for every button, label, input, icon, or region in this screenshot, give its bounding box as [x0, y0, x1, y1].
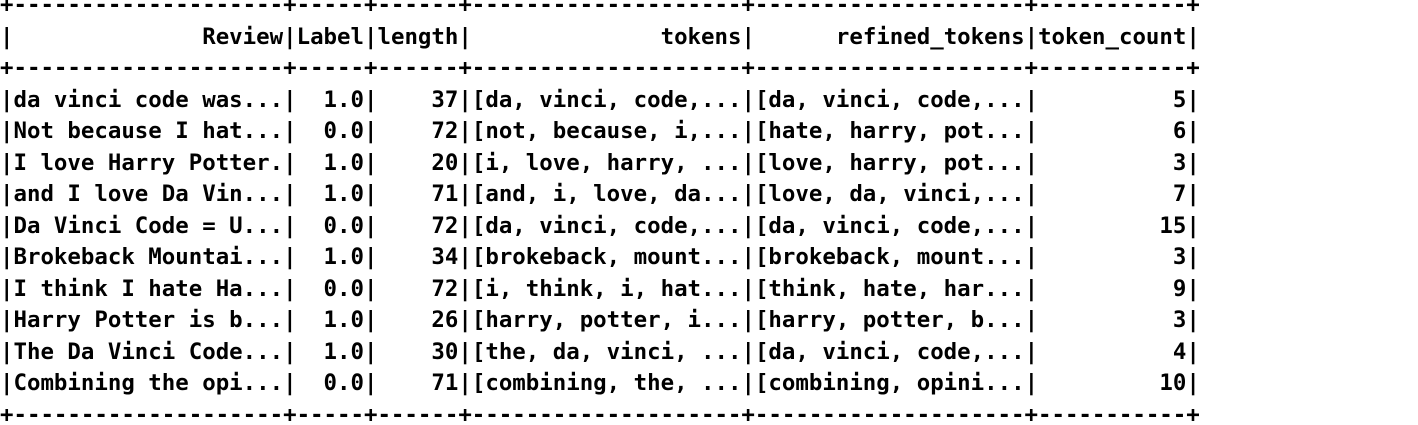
- table-cell-token-count: 7: [1172, 181, 1187, 207]
- table-cell-token-count: 10: [1159, 370, 1187, 396]
- table-cell-label: 1.0: [323, 149, 364, 176]
- table-cell-tokens: [harry, potter, i...: [471, 307, 742, 333]
- table-row: |Not because I hat...| 0.0| 72|[not, bec…: [0, 118, 1200, 144]
- table-cell-tokens: [da, vinci, code,...: [471, 212, 742, 239]
- table-cell-refined-tokens: [combining, opini...: [754, 370, 1025, 396]
- table-cell-label: 1.0: [323, 338, 364, 365]
- table-cell-length: 71: [431, 181, 459, 207]
- table-cell-length: 30: [431, 338, 459, 365]
- table-cell-tokens: [not, because, i,...: [471, 118, 742, 144]
- table-cell-length: 20: [431, 149, 459, 176]
- column-header-refined-tokens: refined_tokens: [835, 23, 1025, 50]
- table-cell-tokens: [da, vinci, code,...: [471, 86, 742, 113]
- table-cell-token-count: 3: [1172, 149, 1187, 176]
- table-row: |The Da Vinci Code...| 1.0| 30|[the, da,…: [0, 338, 1200, 365]
- table-cell-token-count: 15: [1159, 212, 1187, 239]
- table-row: |Combining the opi...| 0.0| 71|[combinin…: [0, 370, 1200, 396]
- table-cell-label: 0.0: [323, 118, 364, 144]
- table-cell-label: 1.0: [323, 181, 364, 207]
- table-cell-length: 72: [431, 118, 459, 144]
- table-cell-length: 37: [431, 86, 459, 113]
- column-header-tokens: tokens: [660, 23, 742, 50]
- table-cell-length: 72: [431, 275, 459, 302]
- table-row: |I love Harry Potter.| 1.0| 20|[i, love,…: [0, 149, 1200, 176]
- table-cell-review: and I love Da Vin...: [13, 181, 284, 207]
- table-cell-label: 0.0: [323, 212, 364, 239]
- ascii-table: +--------------------+-----+------+-----…: [0, 0, 1200, 425]
- column-header-review: Review: [202, 23, 284, 50]
- table-cell-token-count: 3: [1172, 307, 1187, 333]
- table-cell-tokens: [i, love, harry, ...: [471, 149, 742, 176]
- table-cell-review: da vinci code was...: [13, 86, 284, 113]
- table-cell-label: 1.0: [323, 244, 364, 270]
- table-cell-label: 0.0: [323, 370, 364, 396]
- table-header-row: | Review|Label|length| tokens| refined_t…: [0, 23, 1200, 50]
- table-border-top: +--------------------+-----+------+-----…: [0, 0, 1200, 18]
- table-row: |I think I hate Ha...| 0.0| 72|[i, think…: [0, 275, 1200, 302]
- table-border-bottom: +--------------------+-----+------+-----…: [0, 401, 1200, 425]
- table-cell-refined-tokens: [da, vinci, code,...: [754, 86, 1025, 113]
- table-cell-tokens: [the, da, vinci, ...: [471, 338, 742, 365]
- table-cell-refined-tokens: [love, harry, pot...: [754, 149, 1025, 176]
- table-cell-tokens: [i, think, i, hat...: [471, 275, 742, 302]
- table-cell-review: The Da Vinci Code...: [13, 338, 284, 365]
- column-header-token-count: token_count: [1038, 23, 1187, 50]
- table-cell-refined-tokens: [harry, potter, b...: [754, 307, 1025, 333]
- table-cell-refined-tokens: [love, da, vinci,...: [754, 181, 1025, 207]
- table-cell-review: Da Vinci Code = U...: [13, 212, 284, 239]
- table-cell-refined-tokens: [brokeback, mount...: [754, 244, 1025, 270]
- table-cell-token-count: 3: [1172, 244, 1187, 270]
- table-cell-tokens: [combining, the, ...: [471, 370, 742, 396]
- table-cell-length: 72: [431, 212, 459, 239]
- table-row: |and I love Da Vin...| 1.0| 71|[and, i, …: [0, 181, 1200, 207]
- table-border-header: +--------------------+-----+------+-----…: [0, 55, 1200, 81]
- table-cell-review: I love Harry Potter.: [13, 149, 284, 176]
- table-cell-length: 26: [431, 307, 459, 333]
- table-cell-refined-tokens: [da, vinci, code,...: [754, 338, 1025, 365]
- table-cell-review: I think I hate Ha...: [13, 275, 284, 302]
- table-cell-length: 34: [431, 244, 459, 270]
- table-cell-token-count: 4: [1172, 338, 1187, 365]
- table-cell-label: 1.0: [323, 307, 364, 333]
- table-cell-refined-tokens: [think, hate, har...: [754, 275, 1025, 302]
- table-cell-token-count: 6: [1172, 118, 1187, 144]
- table-row: |da vinci code was...| 1.0| 37|[da, vinc…: [0, 86, 1200, 113]
- table-cell-review: Not because I hat...: [13, 118, 284, 144]
- table-cell-review: Harry Potter is b...: [13, 307, 284, 333]
- table-cell-length: 71: [431, 370, 459, 396]
- table-cell-label: 0.0: [323, 275, 364, 302]
- table-cell-tokens: [and, i, love, da...: [471, 181, 742, 207]
- table-cell-token-count: 5: [1172, 86, 1187, 113]
- table-cell-refined-tokens: [hate, harry, pot...: [754, 118, 1025, 144]
- table-cell-token-count: 9: [1172, 275, 1187, 302]
- table-row: |Harry Potter is b...| 1.0| 26|[harry, p…: [0, 307, 1200, 333]
- table-row: |Brokeback Mountai...| 1.0| 34|[brokebac…: [0, 244, 1200, 270]
- column-header-label: Label: [296, 23, 364, 50]
- table-cell-review: Brokeback Mountai...: [13, 244, 284, 270]
- table-cell-review: Combining the opi...: [13, 370, 284, 396]
- column-header-length: length: [377, 23, 459, 50]
- table-row: |Da Vinci Code = U...| 0.0| 72|[da, vinc…: [0, 212, 1200, 239]
- table-cell-tokens: [brokeback, mount...: [471, 244, 742, 270]
- table-cell-refined-tokens: [da, vinci, code,...: [754, 212, 1025, 239]
- table-cell-label: 1.0: [323, 86, 364, 113]
